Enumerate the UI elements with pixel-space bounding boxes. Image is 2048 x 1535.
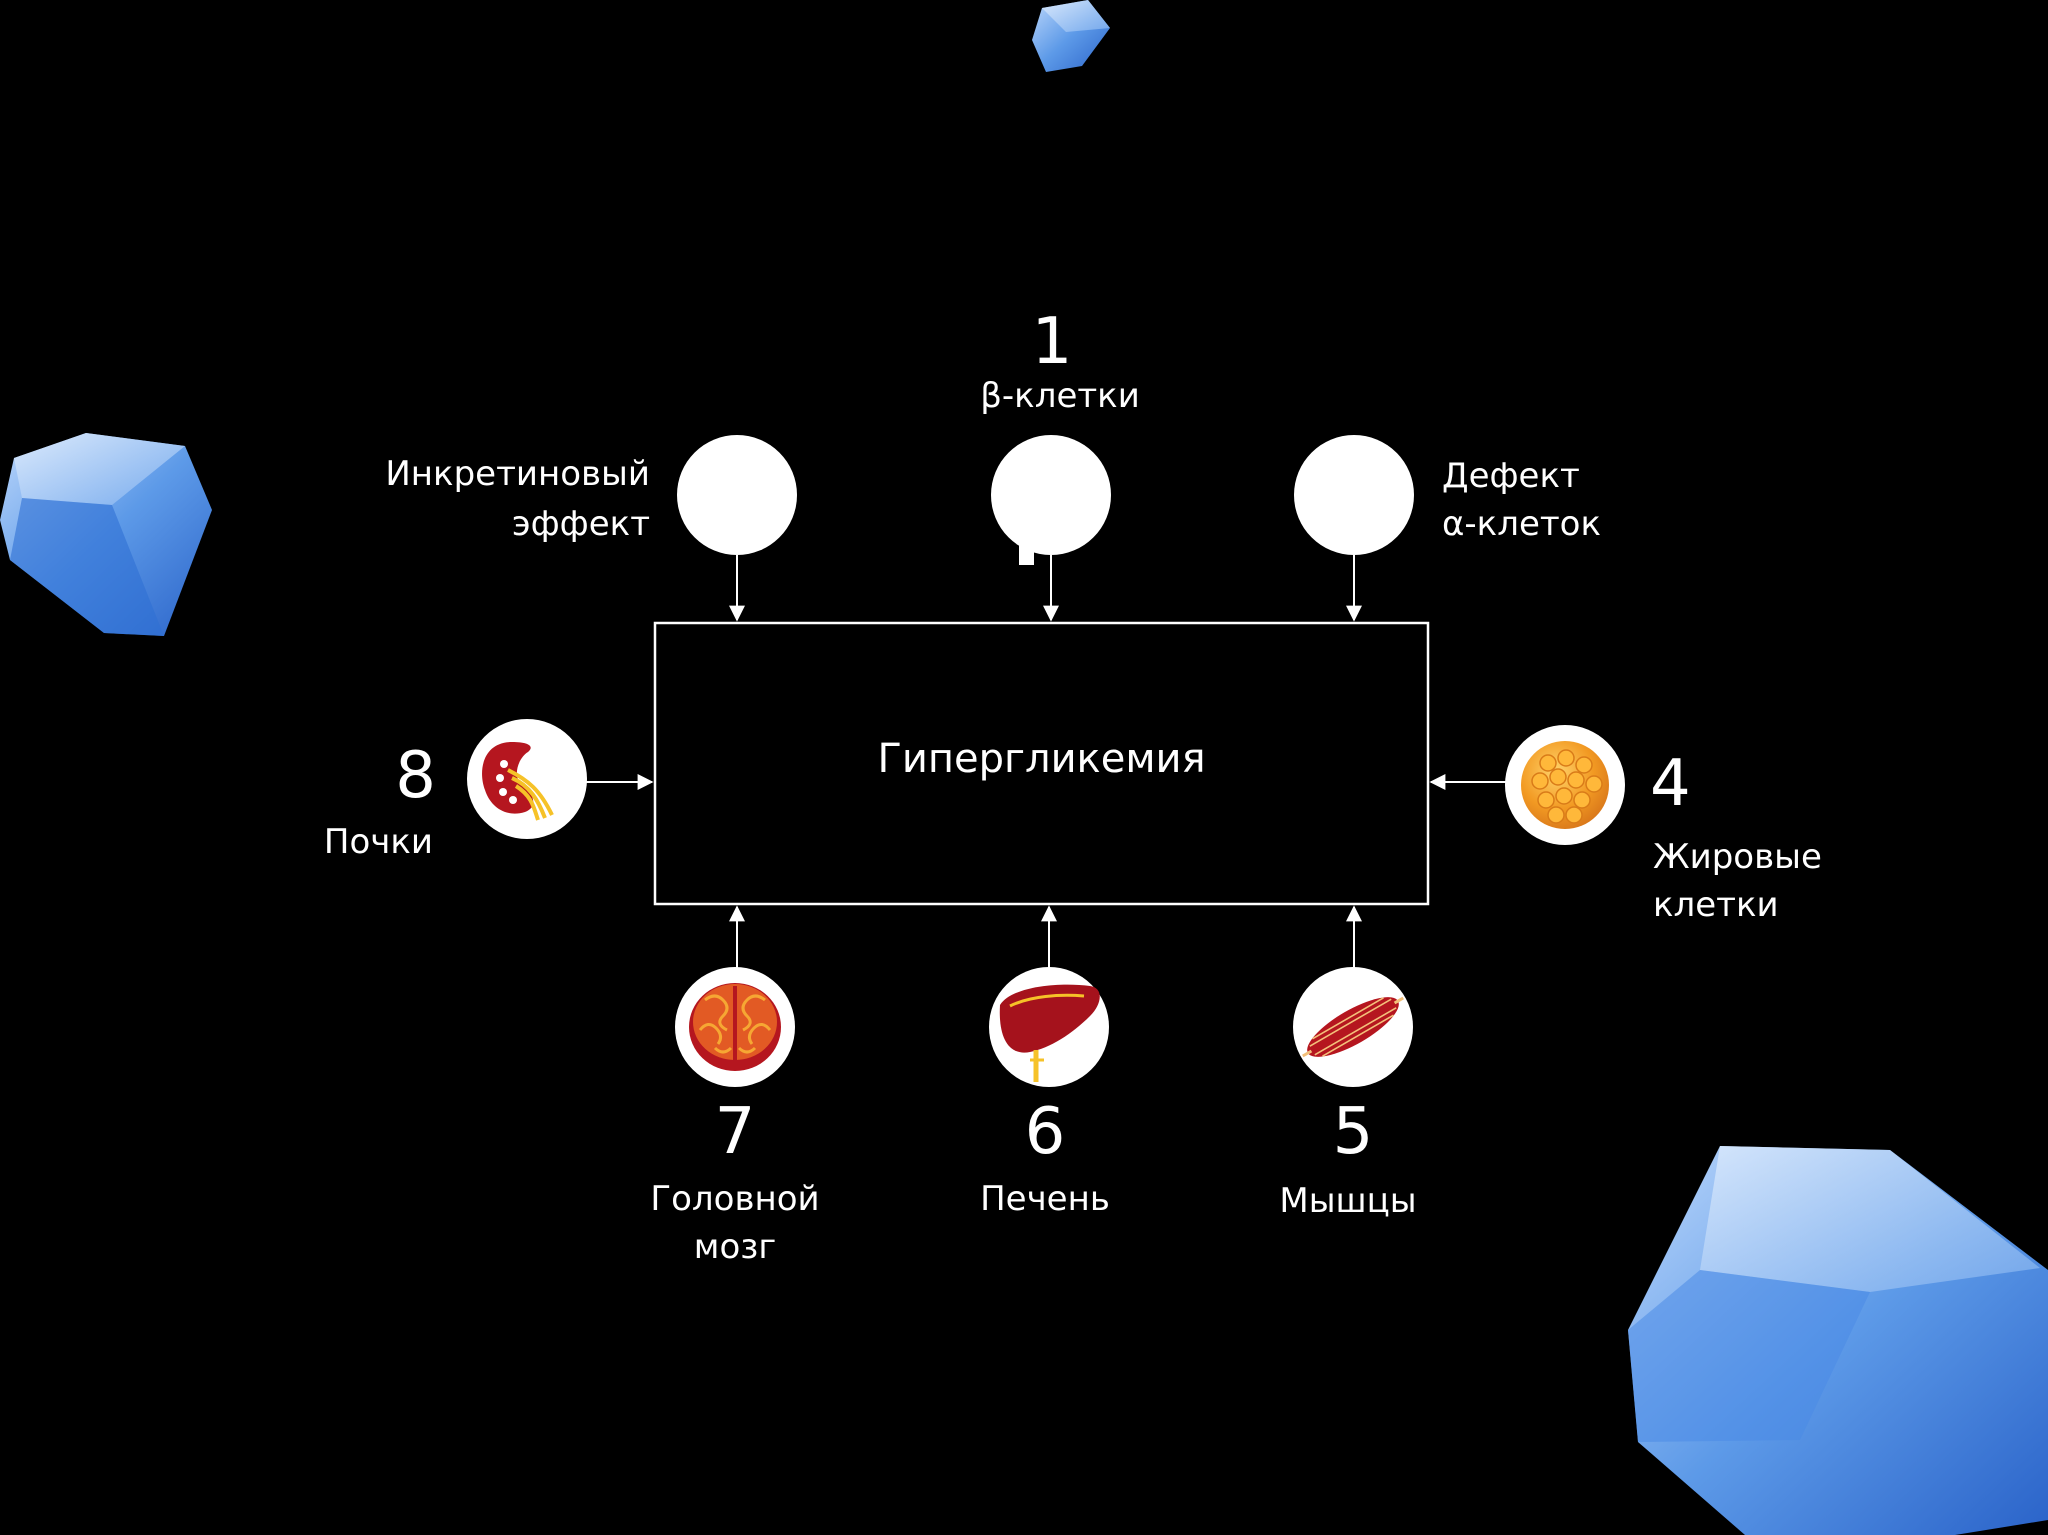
liver-number: 6 — [1024, 1095, 1066, 1169]
center-label: Гипергликемия — [877, 736, 1206, 782]
incretin-circle — [677, 435, 797, 555]
crystal-top — [1032, 0, 1110, 72]
alpha-label-line1: Дефект — [1442, 456, 1580, 496]
brain-label-line1: Головной — [650, 1179, 820, 1219]
muscle-icon — [1293, 967, 1413, 1087]
kidney-icon — [467, 719, 587, 839]
liver-icon — [989, 967, 1109, 1087]
beta-cells-circle — [991, 435, 1111, 555]
kidney-number: 8 — [395, 739, 436, 813]
incretin-label-line2: эффект — [511, 504, 650, 544]
liver-label: Печень — [980, 1179, 1110, 1219]
fat-number: 4 — [1650, 747, 1691, 821]
fat-cells-icon — [1505, 725, 1625, 845]
muscle-number: 5 — [1332, 1095, 1374, 1169]
crystal-bottom-right — [1628, 1146, 2048, 1535]
alpha-cells-circle — [1294, 435, 1414, 555]
muscle-label: Мышцы — [1279, 1181, 1417, 1221]
incretin-label-line1: Инкретиновый — [385, 454, 650, 494]
beta-number: 1 — [1031, 305, 1073, 379]
brain-label-line2: мозг — [693, 1227, 777, 1267]
brain-icon — [675, 967, 795, 1087]
brain-number: 7 — [714, 1095, 756, 1169]
crystal-left — [0, 433, 212, 636]
fat-label-line2: клетки — [1653, 885, 1779, 925]
beta-circle-tab — [1019, 545, 1034, 565]
alpha-label-line2: α-клеток — [1442, 504, 1602, 544]
kidney-label: Почки — [323, 822, 433, 862]
hyperglycemia-box — [653, 621, 1430, 906]
beta-label: β-клетки — [980, 376, 1140, 416]
fat-label-line1: Жировые — [1653, 837, 1822, 877]
